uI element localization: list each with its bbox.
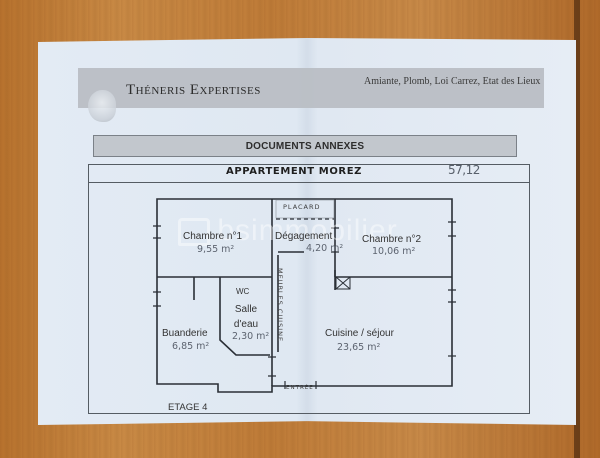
section-title-bar: DOCUMENTS ANNEXES	[93, 135, 517, 157]
section-title: DOCUMENTS ANNEXES	[245, 140, 365, 152]
plan-title: APPARTEMENT MOREZ	[226, 166, 363, 177]
plan-frame	[88, 182, 530, 414]
watermark-house-icon	[178, 218, 210, 246]
watermark-label: bsimmobilier	[217, 214, 398, 247]
total-area: 57,12	[448, 163, 480, 177]
room-cuisine-sejour-area: 23,65 m²	[337, 342, 381, 353]
table-edge	[574, 0, 580, 458]
entree-annotation: ENTRÉE	[286, 385, 314, 391]
room-chambre-1-label: Chambre n°1	[183, 231, 243, 242]
watermark-text: bsimmobilier	[180, 214, 398, 248]
services-list: Amiante, Plomb, Loi Carrez, Etat des Lie…	[364, 76, 541, 87]
company-name: Théneris Expertises	[126, 82, 261, 98]
room-buanderie-label: Buanderie	[162, 328, 208, 339]
room-wc-label: WC	[236, 287, 250, 296]
room-salle-eau-area: 2,30 m²	[232, 331, 270, 342]
helmet-logo-icon	[88, 90, 116, 122]
room-degagement-area: 4,20 m²	[306, 243, 344, 254]
room-chambre-2-area: 10,06 m²	[372, 246, 416, 257]
room-degagement-label: Dégagement	[275, 231, 333, 242]
room-chambre-1-area: 9,55 m²	[197, 244, 235, 255]
plan-title-row	[88, 164, 530, 183]
room-buanderie-area: 6,85 m²	[172, 341, 210, 352]
room-chambre-2-label: Chambre n°2	[362, 234, 422, 245]
room-salle-eau-label: Salle d'eau	[233, 304, 259, 330]
room-cuisine-sejour-label: Cuisine / séjour	[325, 328, 394, 339]
meubles-cuisine-annotation: MEUBLES CUISINE	[276, 267, 284, 343]
floor-label: ETAGE 4	[168, 402, 208, 413]
header-band	[78, 68, 544, 108]
placard-annotation: PLACARD	[283, 203, 321, 211]
